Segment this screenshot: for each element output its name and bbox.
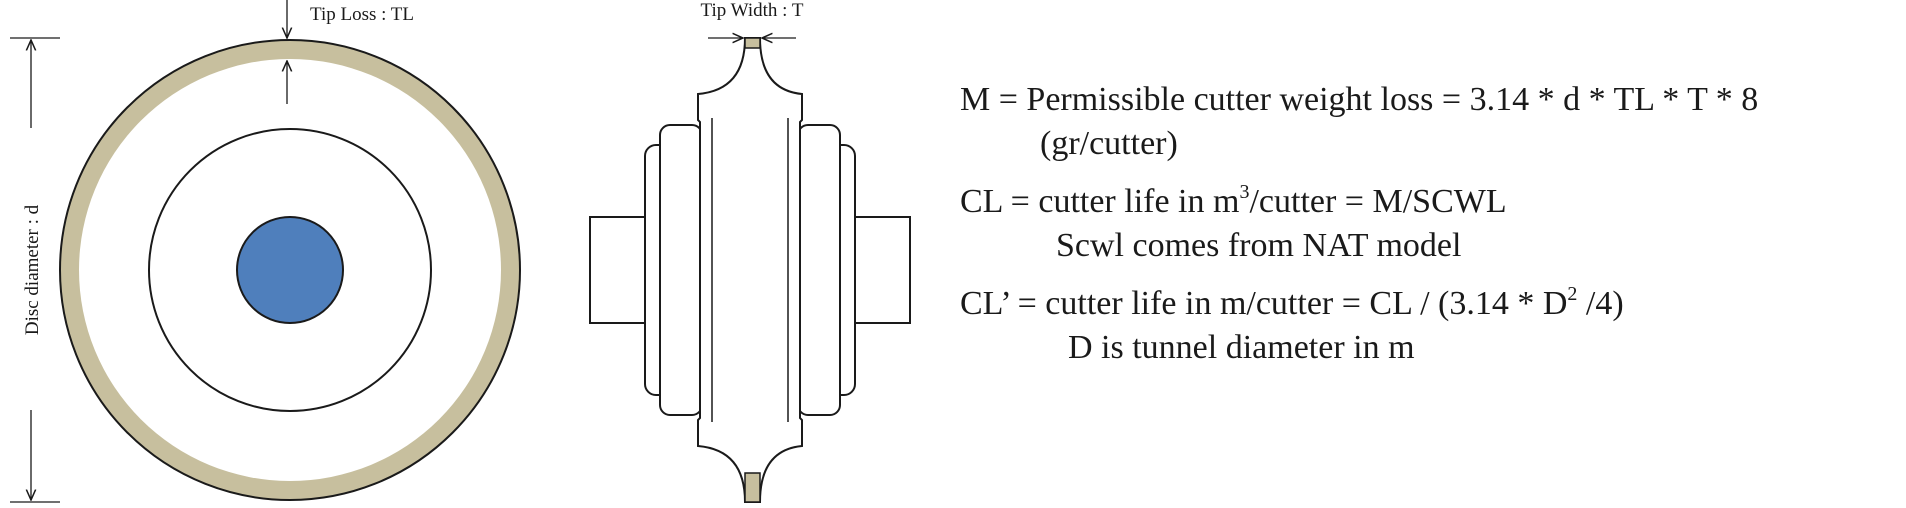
cutter-life-exponent: 3 (1239, 181, 1250, 203)
right-shaft (849, 216, 911, 324)
formula-block: M = Permissible cutter weight loss = 3.1… (960, 78, 1900, 370)
bottom-tip-wear (744, 472, 761, 503)
cutter-life-text-b: /cutter = M/SCWL (1249, 183, 1507, 220)
weight-loss-unit: (gr/cutter) (1040, 125, 1178, 162)
cutter-life-per-meter-formula: CL’ = cutter life in m/cutter = CL / (3.… (960, 282, 1900, 326)
disc-side-view (589, 37, 911, 503)
tip-width-label: Tip Width : T (701, 0, 804, 21)
cutter-life-m-text-a: CL’ = cutter life in m/cutter = CL / (3.… (960, 285, 1568, 322)
hub-circle (236, 216, 344, 324)
right-bearing-housing (797, 124, 841, 416)
disc-diameter-dimension: Disc diameter : d (10, 37, 60, 503)
cutter-diagram: Tip Loss : TL Disc diameter : d Tip Widt… (10, 0, 911, 503)
disc-ring-profile (697, 37, 803, 503)
disc-front-view (59, 39, 521, 501)
tip-loss-label: Tip Loss : TL (310, 4, 414, 25)
permissible-weight-loss-formula: M = Permissible cutter weight loss = 3.1… (960, 81, 1759, 118)
tunnel-diameter-exponent: 2 (1567, 283, 1578, 305)
tip-loss-dimension: Tip Loss : TL (287, 0, 414, 104)
left-shaft (589, 216, 651, 324)
cutter-life-text-a: CL = cutter life in m (960, 183, 1240, 220)
top-tip-wear (744, 37, 761, 49)
tunnel-diameter-note: D is tunnel diameter in m (1068, 329, 1415, 366)
cutter-life-m-text-b: /4) (1577, 285, 1624, 322)
disc-diameter-label: Disc diameter : d (22, 204, 43, 335)
tip-width-dimension: Tip Width : T (701, 0, 804, 38)
scwl-note: Scwl comes from NAT model (1056, 227, 1462, 264)
left-bearing-housing (659, 124, 703, 416)
cutter-life-formula: CL = cutter life in m3/cutter = M/SCWL (960, 180, 1900, 224)
